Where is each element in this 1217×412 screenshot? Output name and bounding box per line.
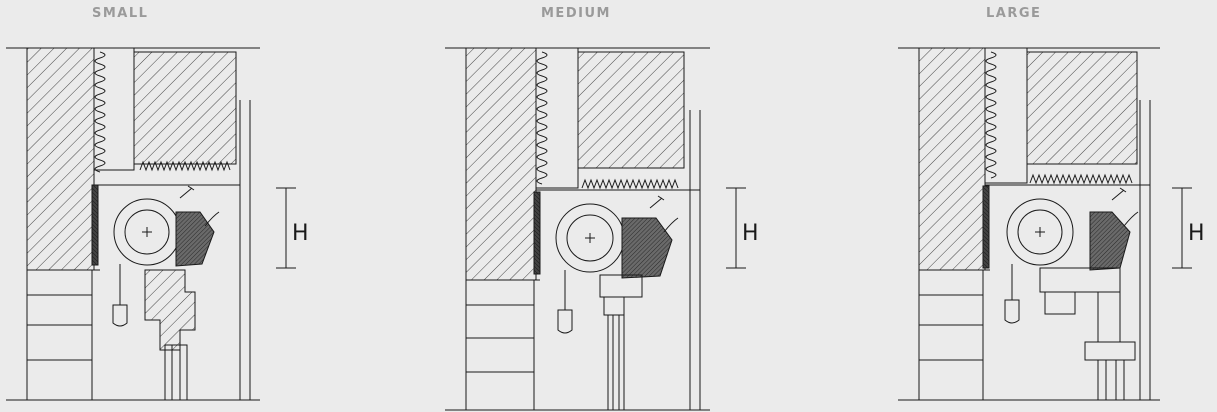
detail-large: [898, 47, 1192, 401]
dimension-label-small: H: [292, 221, 309, 246]
detail-medium: [445, 47, 746, 411]
dimension-label-medium: H: [742, 221, 759, 246]
variant-label-medium: MEDIUM: [541, 6, 611, 21]
detail-small: [6, 47, 296, 401]
variant-label-small: SMALL: [92, 6, 149, 21]
dimension-label-large: H: [1188, 221, 1205, 246]
variant-label-large: LARGE: [986, 6, 1042, 21]
